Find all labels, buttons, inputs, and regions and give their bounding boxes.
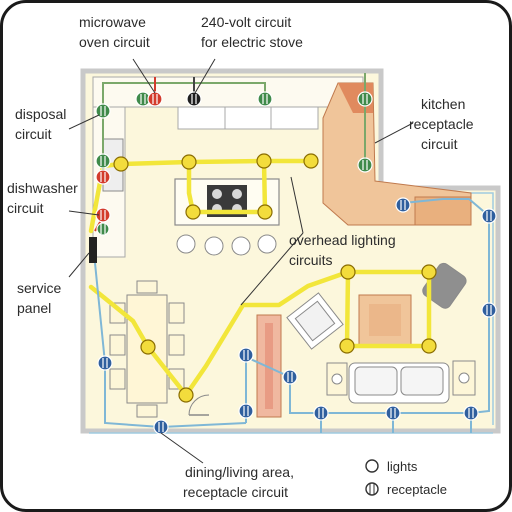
- receptacle-icon: [313, 405, 329, 421]
- top-cabinets: [177, 106, 319, 130]
- dishwasher-receptacle-icon: [95, 207, 111, 223]
- receptacle-icon: [238, 347, 254, 363]
- label-overhead: overhead lighting: [289, 232, 396, 248]
- walls: [80, 68, 501, 434]
- stove-receptacle-icon: [186, 91, 202, 107]
- label-microwave: microwave: [79, 14, 146, 30]
- door-swing: [188, 394, 210, 416]
- label-service: service: [17, 280, 62, 296]
- receptacle-icon: [153, 419, 169, 435]
- light-icon: [303, 153, 319, 169]
- armchair: [286, 292, 344, 350]
- legend-light-icon: [365, 459, 379, 473]
- label-dishwasher-2: circuit: [7, 200, 44, 216]
- appliance-receptacles: [95, 91, 202, 236]
- receptacle-icon: [481, 208, 497, 224]
- legend-receptacle-label: receptacle: [387, 482, 447, 497]
- light-icon: [339, 338, 355, 354]
- light-icon: [181, 154, 197, 170]
- receptacle-icon: [238, 403, 254, 419]
- legend: lights receptacle: [365, 459, 447, 497]
- top-counter: [92, 76, 364, 108]
- receptacle-icon: [257, 91, 273, 107]
- label-kitchen-2: receptacle: [409, 116, 474, 132]
- living-receptacles: [97, 197, 497, 435]
- receptacle-icon: [282, 369, 298, 385]
- light-icon: [421, 338, 437, 354]
- light-icon: [140, 339, 156, 355]
- receptacle-icon: [95, 153, 111, 169]
- receptacle-icon: [357, 157, 373, 173]
- microwave-receptacle-icon: [147, 91, 163, 107]
- disposal-receptacle-icon: [95, 169, 111, 185]
- label-disposal-2: circuit: [15, 126, 52, 142]
- label-disposal: disposal: [15, 106, 66, 122]
- kitchen-receptacles: [95, 91, 373, 173]
- receptacle-wires: [94, 198, 490, 433]
- light-icon: [340, 264, 356, 280]
- receptacle-icon: [463, 405, 479, 421]
- dishwasher-receptacle-icon: [96, 222, 110, 236]
- legend-receptacle-icon: [365, 482, 379, 496]
- label-kitchen-3: circuit: [421, 136, 458, 152]
- light-icon: [185, 204, 201, 220]
- ceiling-lights: [113, 153, 437, 403]
- label-dining-2: receptacle circuit: [183, 484, 288, 500]
- bar-stools: [176, 234, 277, 256]
- light-icon: [256, 153, 272, 169]
- service-panel: [89, 237, 97, 263]
- label-stove: 240-volt circuit: [201, 14, 291, 30]
- callout-labels: microwave oven circuit 240-volt circuit …: [7, 14, 474, 500]
- label-kitchen: kitchen: [421, 96, 465, 112]
- legend-lights-label: lights: [387, 459, 418, 474]
- receptacle-icon: [481, 302, 497, 318]
- label-dining: dining/living area,: [185, 464, 294, 480]
- house-wiring-diagram: microwave oven circuit 240-volt circuit …: [7, 14, 501, 500]
- light-icon: [113, 156, 129, 172]
- label-service-2: panel: [17, 300, 51, 316]
- label-dishwasher: dishwasher: [7, 180, 78, 196]
- sofa: [348, 362, 450, 404]
- light-icon: [257, 204, 273, 220]
- light-icon: [178, 387, 194, 403]
- label-stove-2: for electric stove: [201, 34, 303, 50]
- receptacle-icon: [97, 355, 113, 371]
- label-overhead-2: circuits: [289, 252, 333, 268]
- light-icon: [421, 264, 437, 280]
- receptacle-icon: [95, 103, 111, 119]
- callout-leaders: [68, 58, 414, 464]
- label-microwave-2: oven circuit: [79, 34, 150, 50]
- receptacle-icon: [357, 91, 373, 107]
- receptacle-icon: [395, 197, 411, 213]
- receptacle-icon: [385, 405, 401, 421]
